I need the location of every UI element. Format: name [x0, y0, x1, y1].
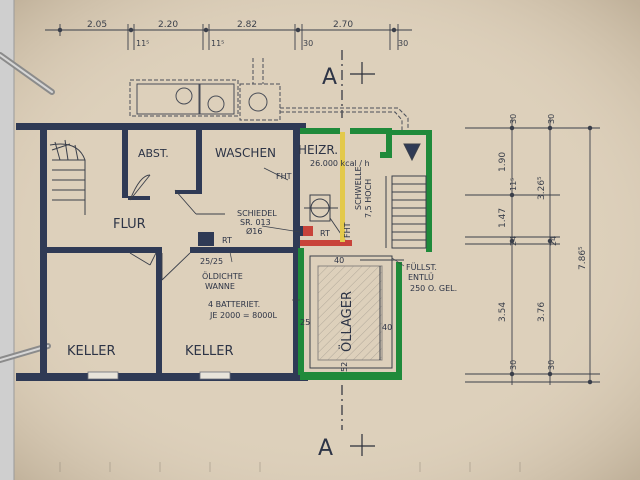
- section-marker-bottom: A: [318, 436, 333, 461]
- schwelle-yellow: [340, 132, 345, 242]
- room-label-flur: FLUR: [113, 217, 146, 232]
- dim-top-4: 11⁵: [211, 39, 224, 48]
- dim-right-12: 30: [509, 360, 518, 370]
- note-tank-25: 25: [300, 318, 310, 327]
- dim-top-6: 30: [303, 39, 313, 48]
- walls: [16, 123, 308, 381]
- note-tank-40-right: 40: [382, 323, 392, 332]
- room-label-waschen: WASCHEN: [215, 146, 276, 160]
- room-label-oillager: ÖLLAGER: [338, 291, 355, 352]
- room-label-keller-right: KELLER: [185, 344, 233, 359]
- note-rt-left: RT: [222, 236, 232, 245]
- dim-right-7: 24: [509, 236, 518, 246]
- room-label-keller-left: KELLER: [67, 344, 115, 359]
- room-label-abst: ABST.: [138, 147, 169, 160]
- note-schiedel-1: SCHIEDEL: [237, 209, 277, 218]
- dim-top-7: 2.70: [333, 20, 353, 30]
- note-heizr-power: 26.000 kcal / h: [310, 159, 370, 168]
- dim-right-8: 24: [549, 236, 558, 246]
- note-fht-left: FHT: [276, 172, 292, 181]
- oil-tank: [309, 255, 404, 369]
- note-fullst: FÜLLST.: [406, 262, 437, 272]
- note-schiedel-2: SR. 013: [240, 218, 271, 227]
- dim-top-3: 11⁵: [136, 39, 149, 48]
- top-dimension-chain: [45, 24, 412, 50]
- dim-right-1: 30: [509, 114, 518, 124]
- dim-right-13: 30: [547, 360, 556, 370]
- note-rt-right: RT: [320, 229, 330, 238]
- note-size-25: 25/25: [200, 257, 223, 266]
- fire-wall-red: [300, 240, 352, 246]
- note-tank-40-top: 40: [334, 256, 344, 265]
- staircase-left: [49, 139, 86, 215]
- dim-right-11: 7.86⁵: [578, 246, 588, 270]
- dim-right-9: 3.54: [498, 302, 508, 322]
- dim-top-2: 2.20: [158, 20, 178, 30]
- dim-right-4: 11⁵: [509, 178, 518, 191]
- dim-top-1: 2.05: [87, 20, 107, 30]
- note-batteriet-2: JE 2000 = 8000L: [209, 311, 277, 320]
- dim-right-6: 1.47: [498, 208, 508, 228]
- boiler: [304, 194, 338, 222]
- note-entlu: ENTLÜ: [408, 272, 434, 282]
- note-entlu-size: 250 O. GEL.: [410, 284, 457, 293]
- dim-right-5: 3.26⁵: [537, 176, 547, 200]
- dim-right-3: 1.90: [498, 152, 508, 172]
- room-label-heizr: HEIZR.: [298, 143, 338, 157]
- note-oeldichte-2: WANNE: [205, 282, 235, 291]
- binder-ring-top: [0, 52, 55, 95]
- heizr-walls-green: [298, 128, 432, 380]
- note-fht-right: FHT: [343, 222, 352, 238]
- note-schiedel-3: Ø16: [246, 226, 262, 236]
- rt-red-box: [303, 226, 313, 236]
- dim-right-2: 30: [547, 114, 556, 124]
- note-batteriet-1: 4 BATTERIET.: [208, 300, 260, 309]
- dim-top-5: 2.82: [237, 20, 257, 30]
- staircase-right: [385, 143, 427, 249]
- binder-strip: [0, 0, 14, 480]
- bottom-windows: [87, 371, 231, 380]
- note-tank-52: 52: [340, 362, 349, 372]
- note-hoch: 7,5 HOCH: [364, 179, 373, 218]
- section-line: [341, 50, 375, 456]
- dim-top-8: 30: [398, 39, 408, 48]
- section-marker-top: A: [322, 65, 337, 90]
- note-schwelle: SCHWELLE: [354, 166, 363, 210]
- right-dimension-chain: [465, 118, 600, 385]
- sink-fixtures: [129, 58, 409, 130]
- dim-right-10: 3.76: [537, 302, 547, 322]
- note-oeldichte-1: ÖLDICHTE: [202, 271, 243, 281]
